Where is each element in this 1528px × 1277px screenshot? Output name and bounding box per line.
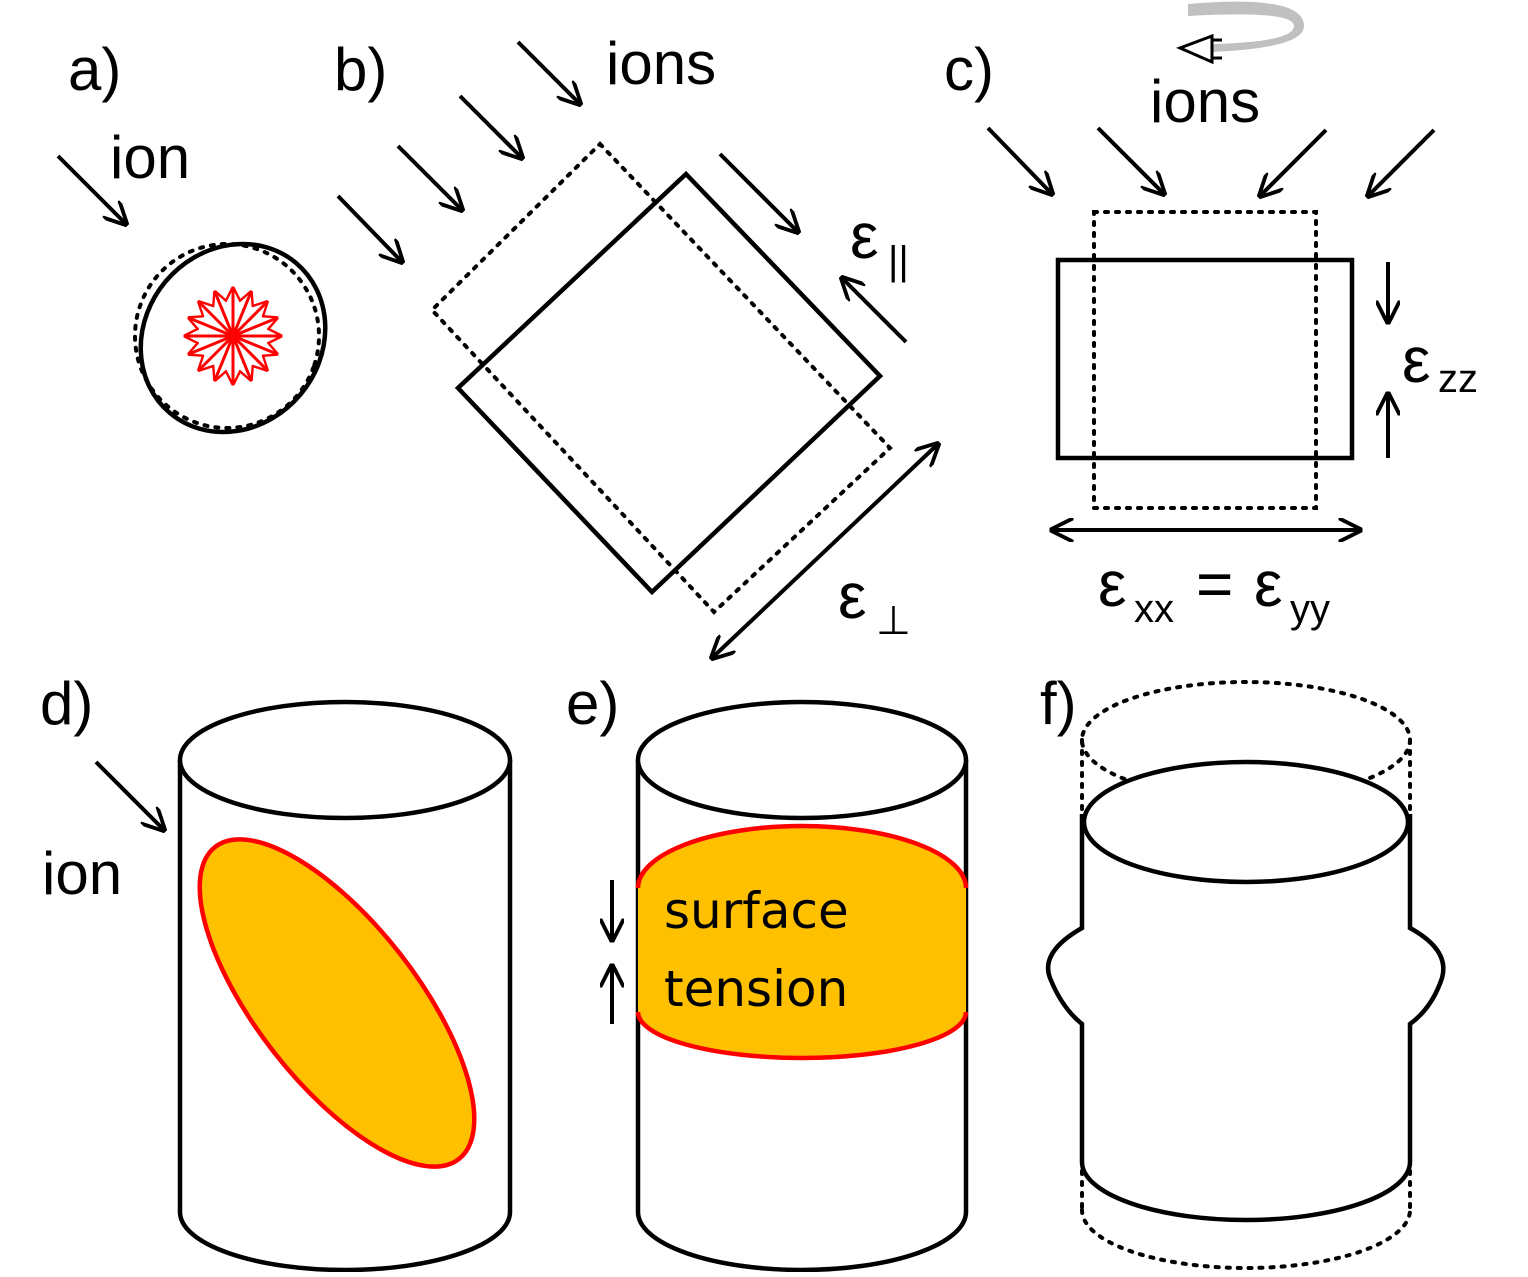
eps-perp-subscript: ⊥ — [876, 599, 911, 643]
band-bottom-edge — [635, 1011, 969, 1061]
cylinder-d — [177, 699, 513, 1273]
panel-a-ion-label: ion — [110, 124, 190, 191]
eyy-symbol: ε — [1254, 548, 1283, 620]
deformed-rect — [1055, 257, 1355, 461]
ezz-symbol: ε — [1402, 324, 1431, 396]
panel-e: e) surface tension — [566, 670, 969, 1273]
panel-f: f) — [1040, 670, 1446, 1270]
panel-d-ion-label: ion — [42, 840, 122, 907]
ion-arrow — [56, 154, 126, 224]
ion-track-band — [638, 826, 966, 1058]
parallel-strain-arrow-out — [718, 152, 798, 232]
cylinder-e — [635, 699, 969, 1273]
deformed-shape — [138, 241, 328, 435]
incident-ion-arrows-c — [986, 126, 1436, 196]
eps-par-symbol: ε — [850, 200, 879, 272]
panel-b: b) ions ε || ε ⊥ — [334, 30, 938, 658]
ion-track-ellipse-tilted — [197, 837, 477, 1169]
band-top-edge — [635, 823, 969, 889]
eyy-subscript: yy — [1290, 587, 1330, 631]
panel-e-label: e) — [566, 670, 619, 737]
thermal-spike-star — [185, 288, 281, 384]
panel-b-ions-label: ions — [606, 30, 716, 97]
original-rect-dotted — [1092, 210, 1318, 510]
panel-a-label: a) — [68, 36, 121, 103]
panel-f-label: f) — [1040, 670, 1077, 737]
original-square-dotted — [429, 141, 893, 615]
deformed-cylinder-f — [1045, 759, 1446, 1223]
exx-symbol: ε — [1098, 548, 1127, 620]
ion-arrow-d — [94, 760, 164, 830]
surface-tension-line2: tension — [664, 960, 848, 1018]
panel-c-ions-label: ions — [1150, 68, 1260, 135]
deformed-square — [454, 170, 884, 596]
rotation-arrow-icon — [1176, 1, 1304, 65]
panel-c-label: c) — [944, 36, 994, 103]
panel-c: c) ions ε zz ε xx = ε yy — [944, 1, 1478, 631]
panel-a: a) ion — [56, 36, 328, 435]
ezz-subscript: zz — [1438, 357, 1478, 401]
eps-perp-symbol: ε — [838, 560, 867, 632]
perpendicular-strain-arrow — [712, 444, 938, 658]
parallel-strain-arrow-in — [842, 278, 908, 344]
panel-b-label: b) — [334, 36, 387, 103]
surface-tension-line1: surface — [664, 882, 849, 940]
panel-d: d) ion — [40, 670, 513, 1273]
exx-subscript: xx — [1134, 587, 1174, 631]
original-shape-dotted — [133, 242, 321, 430]
incident-ion-arrows — [336, 40, 580, 262]
panel-d-label: d) — [40, 670, 93, 737]
eps-par-subscript: || — [888, 239, 909, 283]
equals-sign: = — [1196, 548, 1233, 620]
original-cylinder-dotted — [1080, 680, 1412, 1270]
